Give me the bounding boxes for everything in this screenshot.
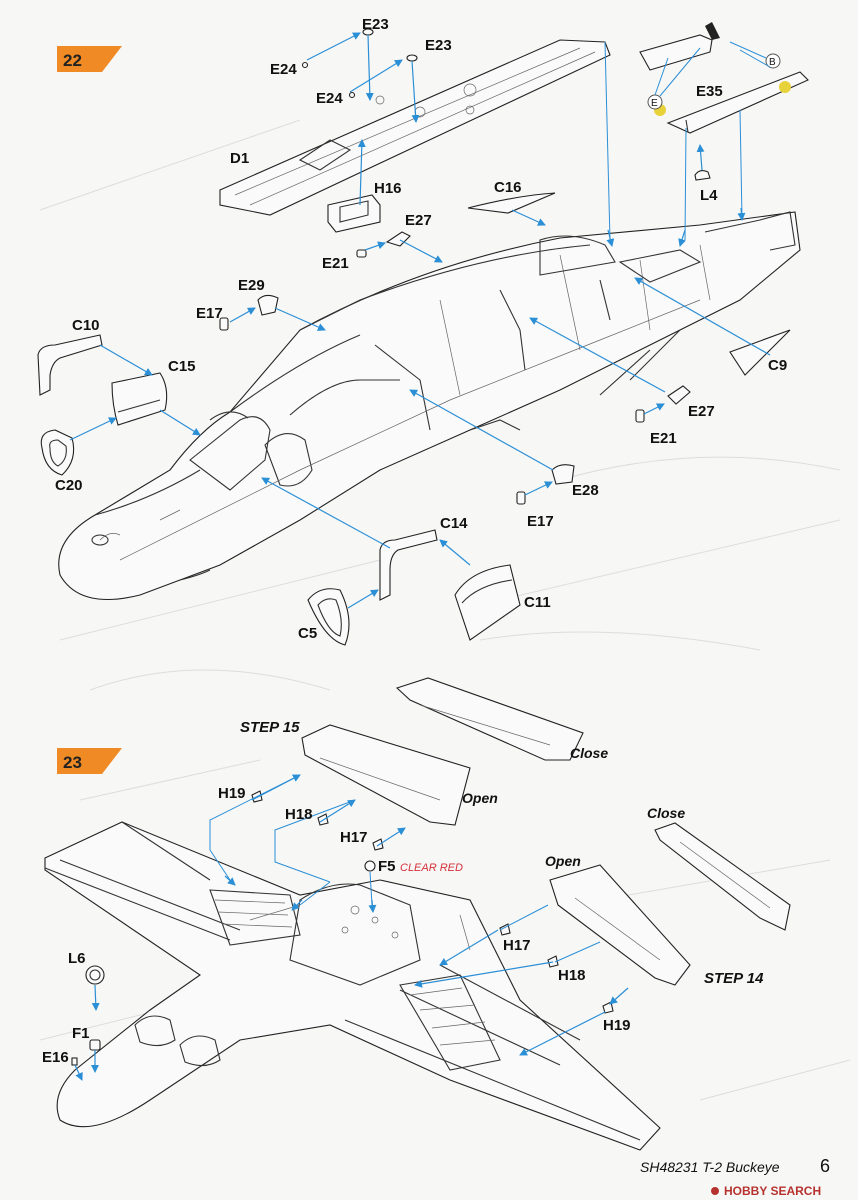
step-23: 23 [42,677,791,1151]
label-h17-a: H17 [340,829,368,846]
label-c16: C16 [494,179,522,196]
callout-b: B [769,57,776,68]
part-c16 [467,192,556,214]
label-c14: C14 [440,515,468,532]
label-c10: C10 [72,317,100,334]
label-h18-a: H18 [285,806,313,823]
label-e27-b: E27 [688,403,715,420]
label-e23-a: E23 [362,16,389,33]
watermark-logo: HOBBY SEARCH [711,1184,821,1198]
callout-e: E [651,98,658,109]
paint-callouts: E B [647,41,791,116]
step-badge: 23 [57,748,122,774]
label-e35: E35 [696,83,723,100]
label-e24-a: E24 [270,61,297,78]
kit-title: SH48231 T-2 Buckeye [640,1159,780,1175]
label-c15: C15 [168,358,196,375]
label-h19-a: H19 [218,785,246,802]
label-c20: C20 [55,477,83,494]
page-number: 6 [820,1156,830,1176]
step-number: 22 [63,51,82,70]
watermark-text: HOBBY SEARCH [724,1184,821,1198]
label-e28: E28 [572,482,599,499]
step-number: 23 [63,753,82,772]
panel-step14-close [654,822,791,931]
label-l4: L4 [700,187,718,204]
parts-e28-e17 [516,464,575,505]
label-e29: E29 [238,277,265,294]
label-d1: D1 [230,150,249,167]
label-step-15: STEP 15 [240,719,300,736]
parts-c10-c15-c20 [37,334,168,476]
label-e27-a: E27 [405,212,432,229]
label-f1: F1 [72,1025,90,1042]
panel-step15-open [301,724,471,826]
label-e21-b: E21 [650,430,677,447]
part-e35 [666,71,809,134]
label-h16: H16 [374,180,402,197]
parts-e27-e21-right [635,385,691,423]
assembly-arrows-22 [69,32,771,609]
part-upper-right-bracket [639,22,720,71]
step-badge: 22 [57,46,122,72]
panel-step15-close [395,677,584,761]
label-h17-b: H17 [503,937,531,954]
label-step-14: STEP 14 [704,970,764,987]
part-h16 [327,194,381,233]
footer: SH48231 T-2 Buckeye 6 HOBBY SEARCH [640,1156,830,1198]
label-e21-a: E21 [322,255,349,272]
label-open-15: Open [462,790,498,806]
assembly-arrows-23 [74,774,629,1081]
small-parts-e23-e24 [301,28,418,99]
label-close-14: Close [647,805,685,821]
label-l6: L6 [68,950,86,967]
step-22: 22 [37,16,809,646]
label-e17-a: E17 [196,305,223,322]
part-c9 [729,329,791,376]
parts-c14-c11-c5 [307,529,521,646]
label-c5: C5 [298,625,317,642]
label-h18-b: H18 [558,967,586,984]
label-c9: C9 [768,357,787,374]
panel-step14-open [549,864,691,986]
label-f5: F5 [378,858,396,875]
parts-e29-e17 [219,294,279,331]
part-labels-23: STEP 15 Close Open Close Open STEP 14 H1… [42,719,764,1066]
label-close-15: Close [570,745,608,761]
label-open-14: Open [545,853,581,869]
part-d1-panel [219,39,611,216]
part-l4 [694,169,711,181]
label-e23-b: E23 [425,37,452,54]
fuselage-drawing [58,211,801,601]
label-c11: C11 [524,594,551,611]
label-e17-b: E17 [527,513,554,530]
clear-red-note: CLEAR RED [400,862,463,874]
label-h19-b: H19 [603,1017,631,1034]
parts-e27-e21-upper [356,231,411,258]
part-labels-22: E23 E24 E23 E24 D1 H16 C16 E27 E21 E29 E… [55,16,787,642]
aircraft-wing-drawing [44,821,661,1151]
label-e16: E16 [42,1049,69,1066]
label-e24-b: E24 [316,90,343,107]
